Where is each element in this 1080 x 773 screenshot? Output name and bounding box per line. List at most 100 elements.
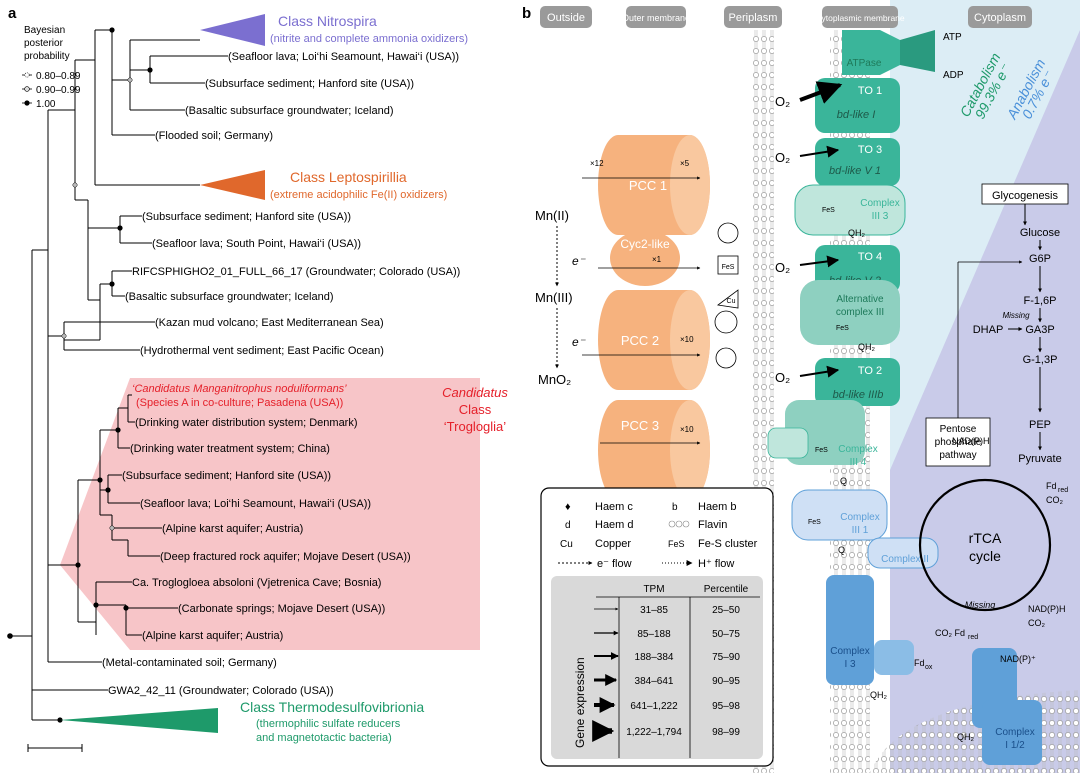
leaf: (Drinking water treatment system; China) <box>130 443 330 455</box>
dhap-label: DHAP <box>973 324 1004 336</box>
header-cytoplasm-text: Cytoplasm <box>974 12 1026 24</box>
ci3-name-1: Complex <box>830 646 869 657</box>
gene-expression-table <box>551 576 763 759</box>
legend-title-3: probability <box>24 51 70 62</box>
leaf: RIFCSPHIGHO2_01_FULL_66_17 (Groundwater;… <box>132 266 460 278</box>
legend-haem-c: Haem c <box>595 501 633 513</box>
o2-3: O₂ <box>775 260 790 275</box>
sym-haem-d: d <box>565 520 571 531</box>
c33-name-1: Complex <box>860 198 899 209</box>
co2-1: CO₂ <box>1046 495 1064 505</box>
pentose-2: phosphate <box>935 437 982 448</box>
q-1: Q <box>840 476 847 486</box>
electron-2: e⁻ <box>572 335 587 349</box>
to4-name: TO 4 <box>858 251 882 263</box>
tpm-row-3: 188–384 <box>635 652 674 663</box>
pentose-3: pathway <box>939 450 976 461</box>
pcc1-right-count: ×5 <box>680 159 690 168</box>
c33-name-2: III 3 <box>872 211 889 222</box>
table-header-tpm: TPM <box>643 584 664 595</box>
pct-row-3: 75–90 <box>712 652 740 663</box>
legend-flavin: Flavin <box>698 519 727 531</box>
pcc1: PCC 1 ×12 ×5 <box>582 135 710 235</box>
dot-low-icon <box>24 72 30 78</box>
metabolic-pathway: Glycogenesis Glucose G6P F-1,6P Missing … <box>914 183 1069 671</box>
complex-iii-4: Complex III 4 FeS Q <box>767 400 878 486</box>
pentose-1: Pentose <box>940 424 977 435</box>
to1-sub: bd-like I <box>837 109 876 121</box>
pct-row-6: 98–99 <box>712 727 740 738</box>
periplasm-cu: Cu <box>727 298 736 305</box>
panel-b-label: b <box>522 5 531 22</box>
legend-item-3: 1.00 <box>36 99 56 110</box>
leaf: (Carbonate springs; Mojave Desert (USA)) <box>178 603 385 615</box>
co2-fdred-sub: red <box>968 634 978 641</box>
leaf: (Hydrothermal vent sediment; East Pacifi… <box>140 345 384 357</box>
c34-fes: FeS <box>815 447 828 454</box>
to3-sub: bd-like V 1 <box>829 165 881 177</box>
mn-ii: Mn(II) <box>535 208 569 223</box>
nadph-2: NAD(P)H <box>1028 604 1066 614</box>
dot-high-icon <box>24 100 30 106</box>
leaf: GWA2_42_11 (Groundwater; Colorado (USA)) <box>108 685 334 697</box>
glucose-label: Glucose <box>1020 227 1060 239</box>
leaf: (Subsurface sediment; Hanford site (USA)… <box>142 211 351 223</box>
tpm-row-4: 384–641 <box>635 676 674 687</box>
g6p-label: G6P <box>1029 253 1051 265</box>
header-cytoplasmic-membrane <box>822 6 898 28</box>
leaf: (Kazan mud volcano; East Mediterranean S… <box>155 317 384 329</box>
header-periplasm <box>724 6 782 28</box>
trogloglia-clade-bg <box>60 378 480 650</box>
pcc2-name: PCC 2 <box>621 333 659 348</box>
leptospirillia-desc: (extreme acidophilic Fe(II) oxidizers) <box>270 189 447 201</box>
pct-row-4: 90–95 <box>712 676 740 687</box>
legend-e-flow: e⁻ flow <box>597 558 632 570</box>
cyc2-name: Cyc2-like <box>620 237 670 251</box>
leptospirillia-label: Class Leptospirillia <box>290 169 407 185</box>
header-outer-membrane <box>626 6 686 28</box>
alt3-name-2: complex III <box>836 307 884 318</box>
leaf: (Metal-contaminated soil; Germany) <box>102 657 277 669</box>
sym-haem-c: ♦ <box>565 501 571 513</box>
alternative-complex-iii: Alternative complex III FeS QH₂ <box>800 280 900 352</box>
missing-2: Missing <box>965 600 996 610</box>
leaf: (Basaltic subsurface groundwater; Icelan… <box>185 105 394 117</box>
alt3-fes: FeS <box>836 325 849 332</box>
flavin-icon <box>668 520 676 528</box>
cyc2-count: ×1 <box>652 255 662 264</box>
to1-name: TO 1 <box>858 85 882 97</box>
to2-sub: bd-like IIIb <box>833 389 884 401</box>
complex-iii-3: Complex III 3 FeS QH₂ <box>794 184 906 238</box>
o2-1: O₂ <box>775 94 790 109</box>
sym-haem-b: b <box>672 502 678 513</box>
nadp-plus: NAD(P)⁺ <box>1000 654 1036 664</box>
complex-ii: Complex II <box>867 537 939 569</box>
ci3-name-2: I 3 <box>844 659 856 670</box>
header-periplasm-text: Periplasm <box>729 12 778 24</box>
complex-i-1-2: Complex I 1/2 QH₂ <box>957 648 1042 765</box>
trogloglia-label-3: ‘Trogloglia’ <box>444 419 506 434</box>
c31-name-2: III 1 <box>852 525 869 536</box>
pcc1-name: PCC 1 <box>629 178 667 193</box>
c33-fes: FeS <box>822 207 835 214</box>
fdox: Fd <box>914 658 925 668</box>
qh2-2: QH₂ <box>858 342 876 352</box>
co2-2: CO₂ <box>1028 618 1046 628</box>
pcc3-name: PCC 3 <box>621 418 659 433</box>
c34-name-1: Complex <box>838 444 877 455</box>
legend-item-2: 0.90–0.99 <box>36 85 81 96</box>
pct-row-1: 25–50 <box>712 605 740 616</box>
rtca-label-1: rTCA <box>969 530 1002 546</box>
trogloglia-label-2: Class <box>459 402 492 417</box>
tree-leaves: (Seafloor lava; Loi‘hi Seamount, Hawai‘i… <box>102 51 460 697</box>
panel-b-legend: ♦ Haem c b Haem b d Haem d Flavin Cu Cop… <box>540 487 774 767</box>
table-header-percentile: Percentile <box>704 584 749 595</box>
atp-label: ATP <box>943 32 962 43</box>
leaf: (Subsurface sediment; Hanford site (USA)… <box>205 78 414 90</box>
leaf: Ca. Trogloglоea absoloni (Vjetrenica Cav… <box>132 577 381 589</box>
ci12-name-2: I 1/2 <box>1005 740 1025 751</box>
legend-haem-b: Haem b <box>698 501 737 513</box>
flavin-icon <box>675 520 683 528</box>
c2-name: Complex II <box>881 554 929 565</box>
thermo-clade-triangle <box>60 708 218 733</box>
